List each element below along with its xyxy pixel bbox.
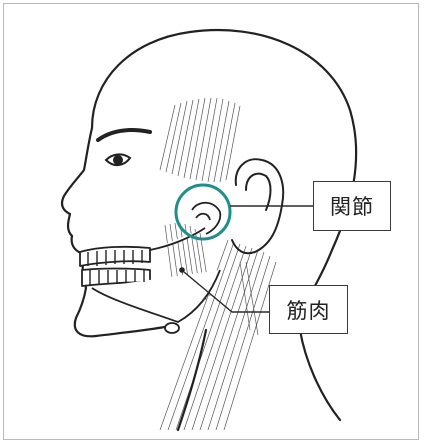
label-joint: 関節	[313, 181, 391, 231]
joint-condyle	[192, 203, 220, 234]
label-joint-text: 関節	[330, 191, 374, 221]
eye	[98, 130, 150, 165]
skull-jaw	[80, 228, 220, 322]
leader-dot-muscle	[179, 267, 185, 273]
joint-highlight-circle	[176, 185, 230, 239]
label-muscle-text: 筋肉	[287, 295, 331, 325]
label-muscle: 筋肉	[269, 285, 348, 334]
muscle-fibers	[160, 98, 276, 430]
hyoid	[165, 323, 179, 333]
